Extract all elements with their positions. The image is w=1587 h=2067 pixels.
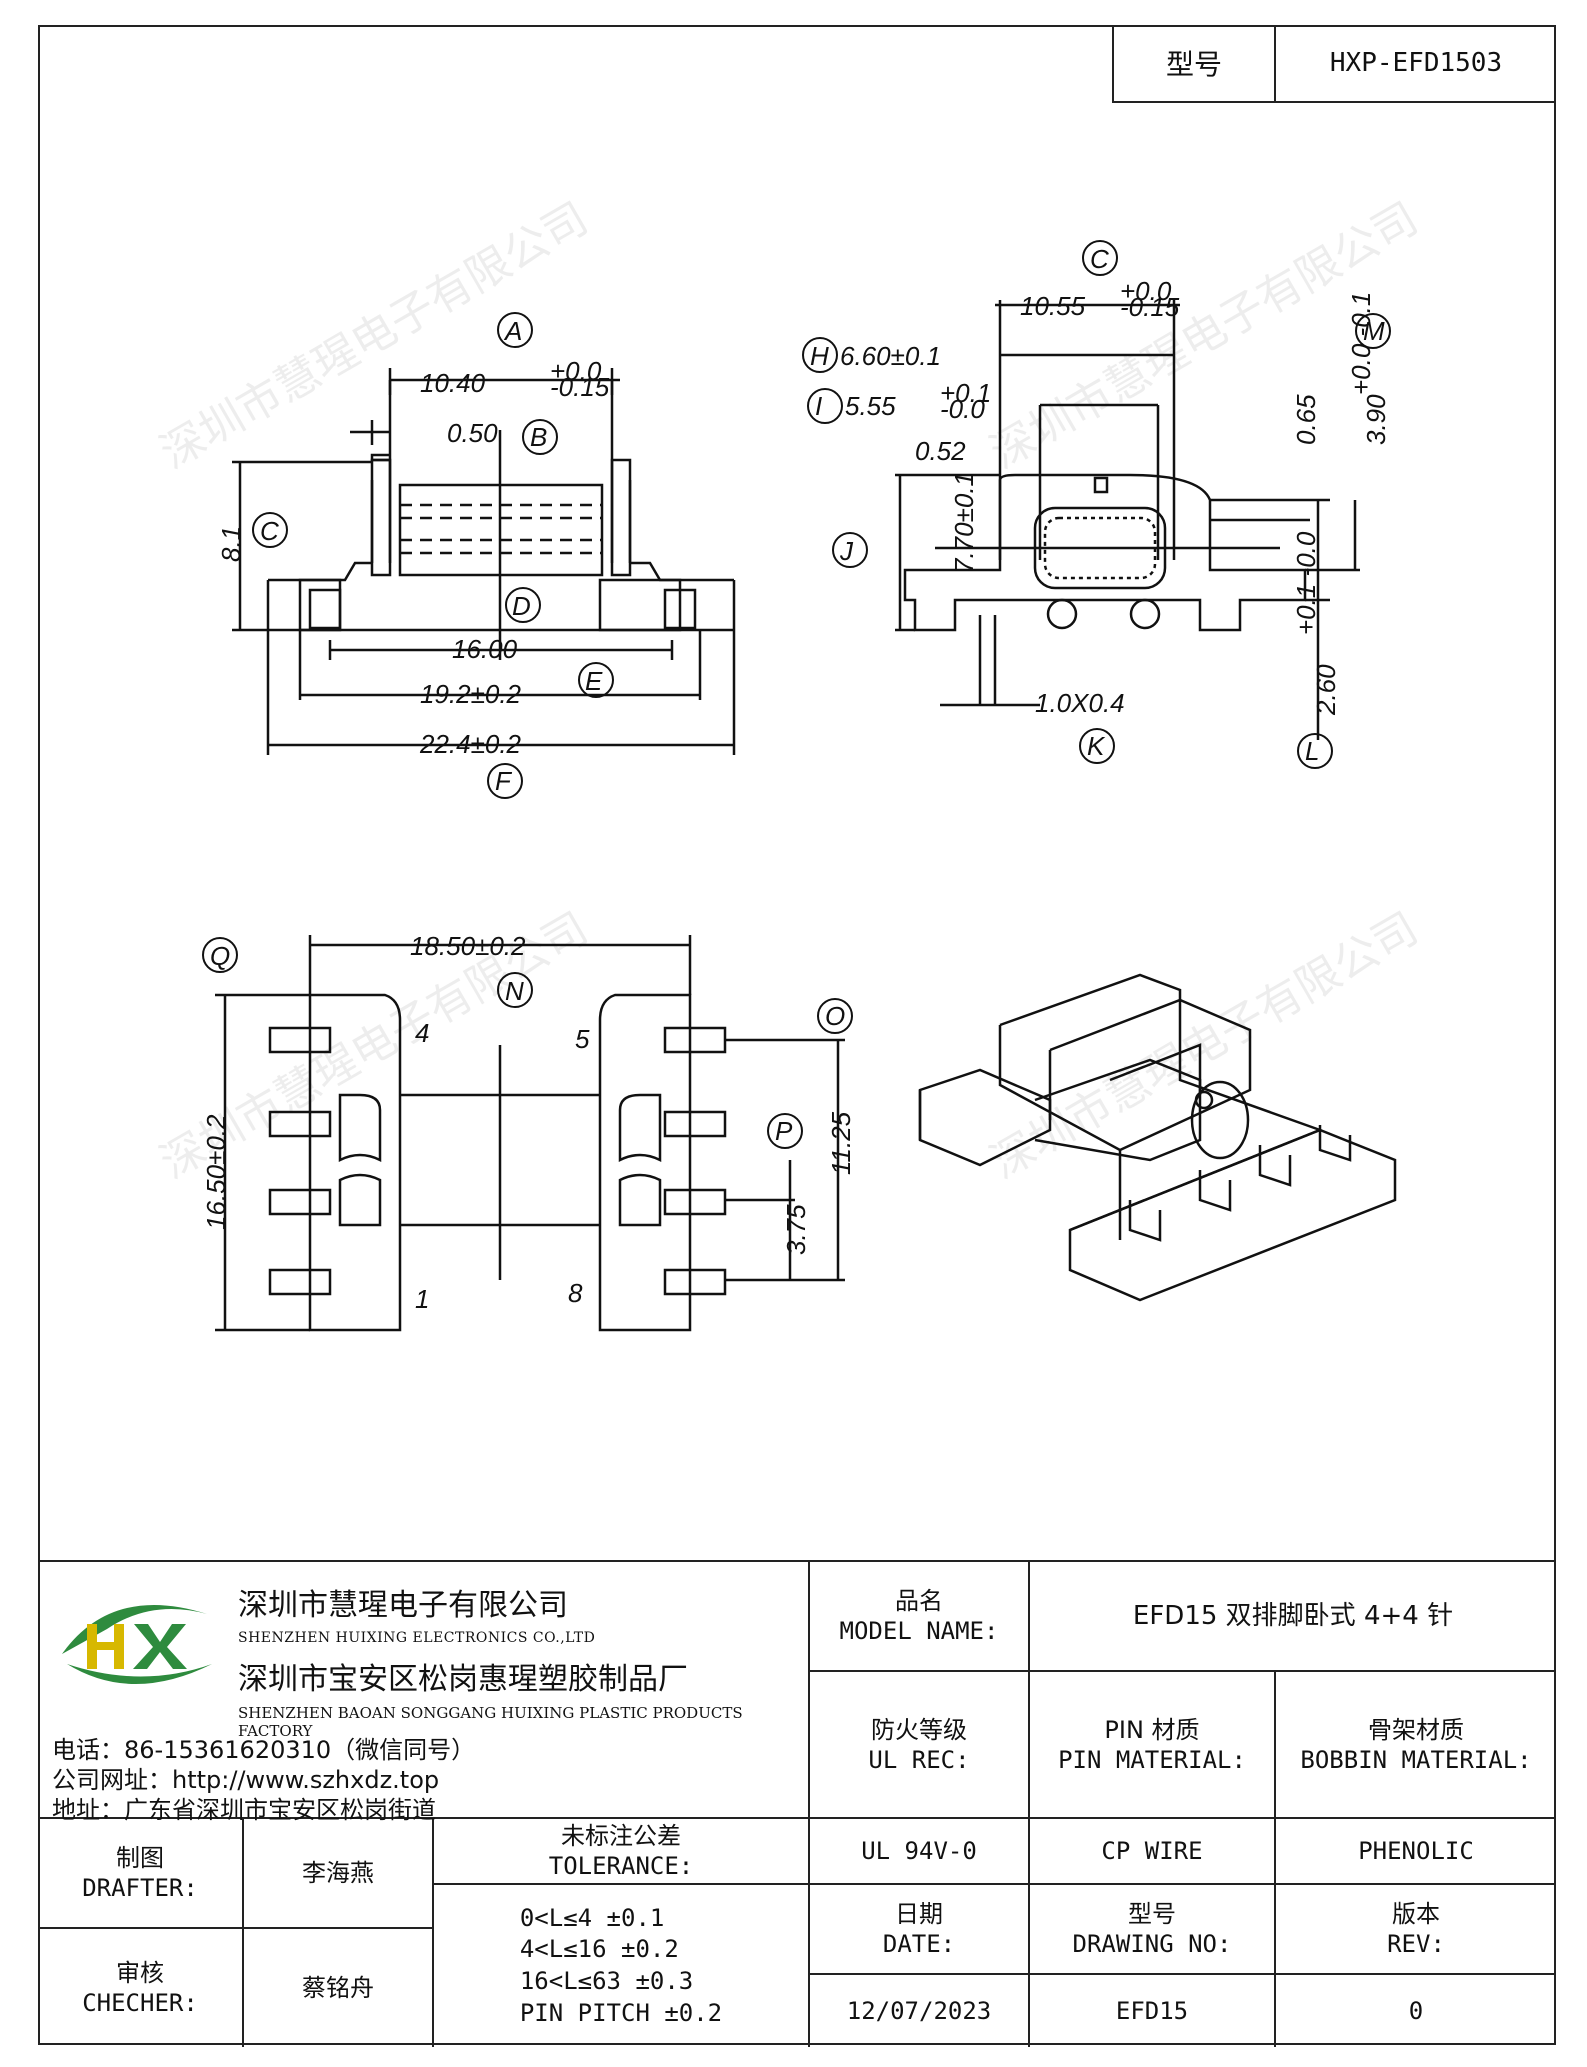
drawing-no-label: 型号 DRAWING NO: <box>1030 1885 1276 1975</box>
dim-j: 7.70±0.1 <box>949 472 979 573</box>
front-view <box>232 368 736 755</box>
label-c: C <box>1090 244 1109 274</box>
tolerance-line-3: 16<L≤63 ±0.3 <box>519 1967 694 1995</box>
tol-a-plus: +0.0 <box>550 356 602 386</box>
dim-062: 0.52 <box>915 436 966 466</box>
dim-m: 3.90 <box>1361 394 1391 445</box>
date-value: 12/07/2023 <box>810 1975 1030 2047</box>
dim-q: 16.50±0.2 <box>201 1114 231 1230</box>
label-circles <box>202 240 1391 1149</box>
drafter-value: 李海燕 <box>244 1819 434 1929</box>
pin-8-label: 8 <box>568 1278 583 1308</box>
model-name-label: 品名 MODEL NAME: <box>810 1562 1030 1672</box>
company-name-cn-1: 深圳市慧瑆电子有限公司 <box>238 1588 568 1623</box>
tolerance-label: 未标注公差 TOLERANCE: <box>434 1819 810 1885</box>
label-c-left: C <box>260 516 279 546</box>
dimension-labels: A 10.40 +0.0 -0.15 0.50 B 8.1 C D 16.00 … <box>201 244 1391 1314</box>
model-value: HXP-EFD1503 <box>1329 48 1503 78</box>
label-q: Q <box>210 941 230 971</box>
technical-drawing: A 10.40 +0.0 -0.15 0.50 B 8.1 C D 16.00 … <box>201 240 1397 1332</box>
ul-rating-label: 防火等级 UL REC: <box>810 1672 1030 1819</box>
ul-rating-value: UL 94V-0 <box>810 1819 1030 1885</box>
tol-c-minus: -0.15 <box>1120 292 1180 322</box>
tolerance-line-2: 4<L≤16 ±0.2 <box>519 1935 679 1964</box>
label-l: L <box>1305 736 1319 766</box>
tol-i-plus: +0.1 <box>940 378 991 408</box>
label-d: D <box>512 591 531 621</box>
model-name-value: EFD15 双排脚卧式 4+4 针 <box>1030 1562 1556 1672</box>
label-n: N <box>505 976 524 1006</box>
dim-065: 0.65 <box>1291 394 1321 445</box>
dim-c: 10.55 <box>1020 291 1086 321</box>
bobbin-material-value: PHENOLIC <box>1276 1819 1556 1885</box>
tolerance-values: 0<L≤4 ±0.1 4<L≤16 ±0.2 16<L≤63 ±0.3 PIN … <box>434 1885 810 2047</box>
dim-c-left: 8.1 <box>216 526 246 562</box>
company-name-en-1: SHENZHEN HUIXING ELECTRONICS CO.,LTD <box>238 1630 596 1646</box>
drawing-no-value: EFD15 <box>1030 1975 1276 2047</box>
tol-i-minus: -0.0 <box>940 394 985 424</box>
dim-k: 1.0X0.4 <box>1035 688 1125 718</box>
tolerance-line-4: PIN PITCH ±0.2 <box>519 1998 723 2027</box>
tolerance-line-1: 0<L≤4 ±0.1 <box>519 1903 665 1932</box>
model-label: 型号 <box>1114 25 1276 101</box>
dim-n: 18.50±0.2 <box>410 931 526 961</box>
bobbin-material-label: 骨架材质 BOBBIN MATERIAL: <box>1276 1672 1556 1819</box>
dim-a: 10.40 <box>420 368 486 398</box>
model-number-box: 型号 HXP-EFD1503 <box>1112 25 1556 103</box>
pin-1-label: 1 <box>415 1284 429 1314</box>
label-b: B <box>530 422 547 452</box>
pin-4-label: 4 <box>415 1018 429 1048</box>
company-logo-icon: HX <box>52 1584 212 1684</box>
side-view <box>895 300 1360 740</box>
pin-material-label: PIN 材质 PIN MATERIAL: <box>1030 1672 1276 1819</box>
label-f: F <box>495 766 513 796</box>
label-j: J <box>839 536 854 566</box>
label-k: K <box>1087 731 1106 761</box>
pin-material-value: CP WIRE <box>1030 1819 1276 1885</box>
dim-f: 22.4±0.2 <box>419 729 522 759</box>
date-label: 日期 DATE: <box>810 1885 1030 1975</box>
drafter-label: 制图 DRAFTER: <box>38 1819 244 1929</box>
company-name-cn-2: 深圳市宝安区松岗惠瑆塑胶制品厂 <box>238 1662 688 1697</box>
label-e: E <box>585 666 603 696</box>
tol-a-minus: -0.15 <box>550 372 610 402</box>
bottom-view <box>215 935 845 1332</box>
dim-i: 5.55 <box>845 391 896 421</box>
label-h: H <box>810 341 829 371</box>
label-i: I <box>815 391 822 421</box>
company-name-en-2: SHENZHEN BAOAN SONGGANG HUIXING PLASTIC … <box>238 1704 743 1740</box>
checker-value: 蔡铭舟 <box>244 1929 434 2047</box>
dim-o: 11.25 <box>826 1111 856 1175</box>
label-a: A <box>503 316 522 346</box>
rev-value: 0 <box>1408 1997 1424 2025</box>
dim-e: 19.2±0.2 <box>420 679 522 709</box>
dim-d: 16.00 <box>452 634 518 664</box>
isometric-view <box>918 973 1397 1302</box>
company-website: 公司网址：http://www.szhxdz.top <box>52 1766 440 1794</box>
dim-l: 2.60 <box>1311 664 1341 716</box>
title-block: HX 深圳市慧瑆电子有限公司 SHENZHEN HUIXING ELECTRON… <box>38 1560 1556 2047</box>
pin-5-label: 5 <box>575 1024 590 1054</box>
dim-p: 3.75 <box>781 1204 811 1255</box>
dim-h: 6.60±0.1 <box>840 341 941 371</box>
tol-c-plus: +0.0 <box>1120 276 1172 306</box>
label-m: M <box>1363 316 1385 346</box>
company-phone: 电话：86-15361620310（微信同号） <box>52 1736 476 1764</box>
company-address: 地址：广东省深圳市宝安区松岗街道 <box>52 1796 436 1824</box>
company-info: HX 深圳市慧瑆电子有限公司 SHENZHEN HUIXING ELECTRON… <box>38 1562 810 1824</box>
svg-text:HX: HX <box>52 1584 54 1585</box>
tol-l: +0.1 -0.0 <box>1291 531 1321 635</box>
dim-b: 0.50 <box>447 418 498 448</box>
drawing-frame <box>38 25 1556 2045</box>
rev-label: 版本 REV: <box>1276 1885 1556 1975</box>
label-o: O <box>825 1001 845 1031</box>
checker-label: 审核 CHECHER: <box>38 1929 244 2047</box>
label-p: P <box>775 1116 793 1146</box>
